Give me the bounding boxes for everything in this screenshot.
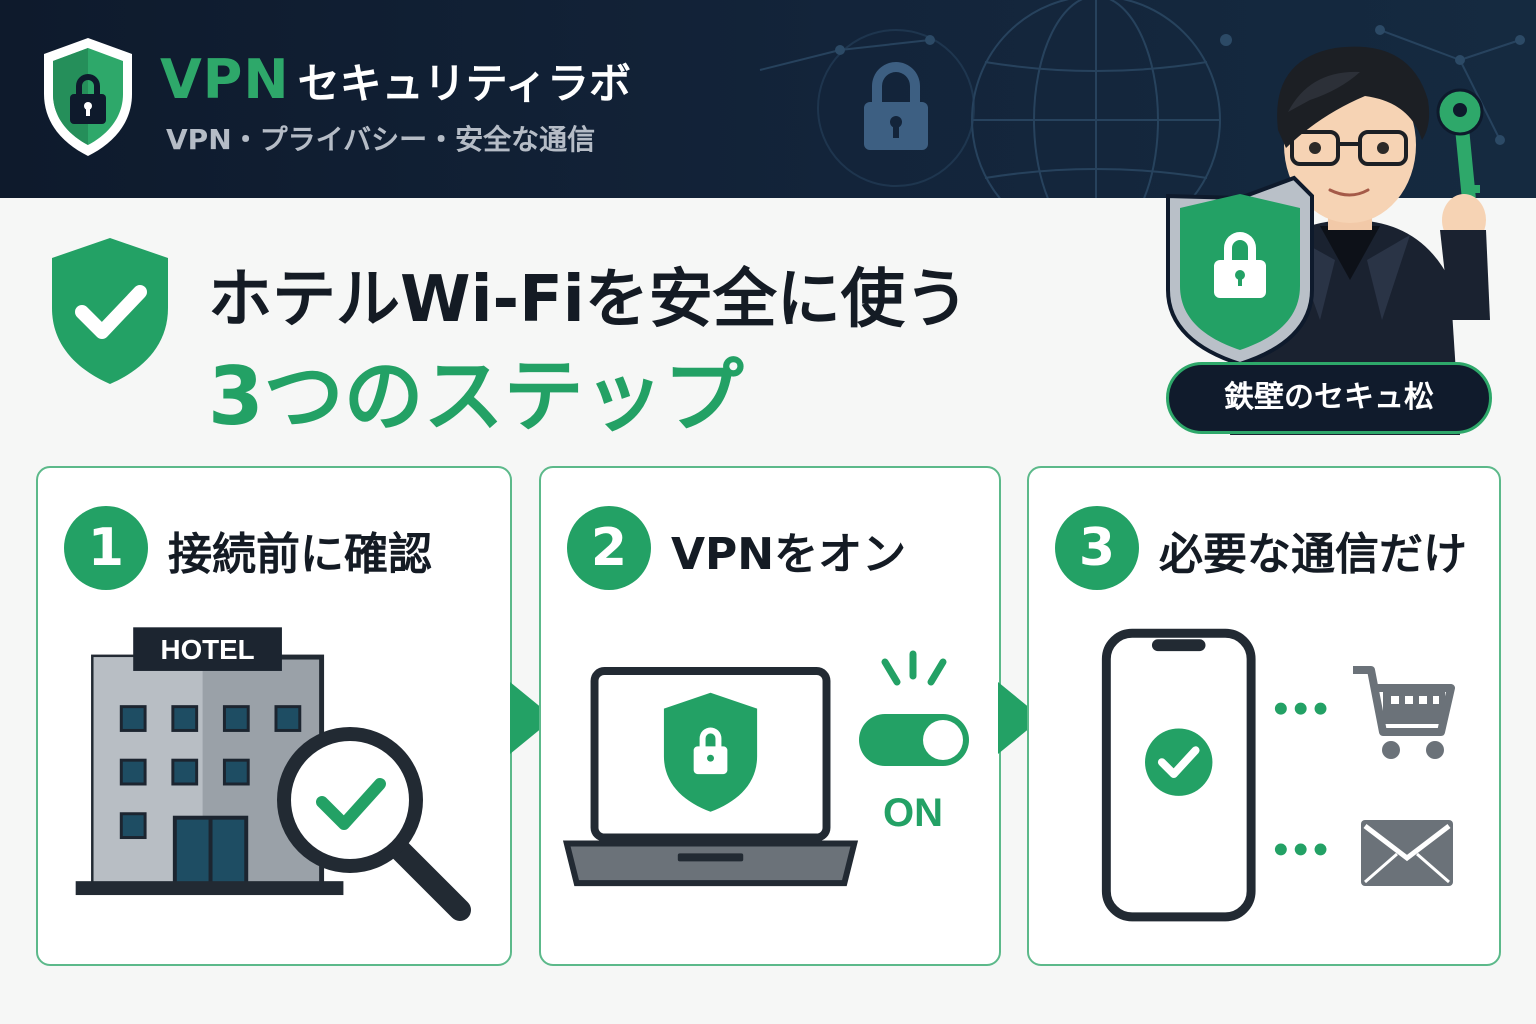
step-card-1: 1 接続前に確認 HOTEL xyxy=(36,466,512,966)
step-number-badge: 2 xyxy=(567,506,651,590)
cart-icon xyxy=(1353,666,1455,759)
page-title: ホテルWi-Fiを安全に使う xyxy=(208,263,969,337)
mascot-name-badge: 鉄壁のセキュ松 xyxy=(1166,362,1492,434)
laptop-shield-icon xyxy=(562,667,859,887)
check-shield-icon xyxy=(52,238,168,384)
brand-name: セキュリティラボ xyxy=(297,59,632,108)
hotel-sign-text: HOTEL xyxy=(161,634,255,665)
mail-icon xyxy=(1361,820,1453,886)
step-label: 必要な通信だけ xyxy=(1159,529,1467,580)
step-number-badge: 1 xyxy=(64,506,148,590)
shield-lock-icon xyxy=(44,38,132,156)
toggle-on-icon: ON xyxy=(859,650,969,835)
smartphone-check-icon xyxy=(1101,628,1327,922)
step-card-2: 2 VPNをオン ON xyxy=(539,466,1001,966)
key-icon xyxy=(1436,88,1484,217)
toggle-on-label: ON xyxy=(883,791,943,835)
step-label: VPNをオン xyxy=(671,529,907,580)
step-label: 接続前に確認 xyxy=(168,529,432,580)
page-title-highlight: 3つのステップ xyxy=(208,350,744,443)
brand-accent: VPN xyxy=(160,48,290,111)
hotel-building-icon: HOTEL xyxy=(75,627,344,896)
magnifier-check-icon xyxy=(277,727,471,921)
step-number-badge: 3 xyxy=(1055,506,1139,590)
step-card-3: 3 必要な通信だけ xyxy=(1027,466,1501,966)
brand-subtitle: VPN・プライバシー・安全な通信 xyxy=(166,123,596,156)
